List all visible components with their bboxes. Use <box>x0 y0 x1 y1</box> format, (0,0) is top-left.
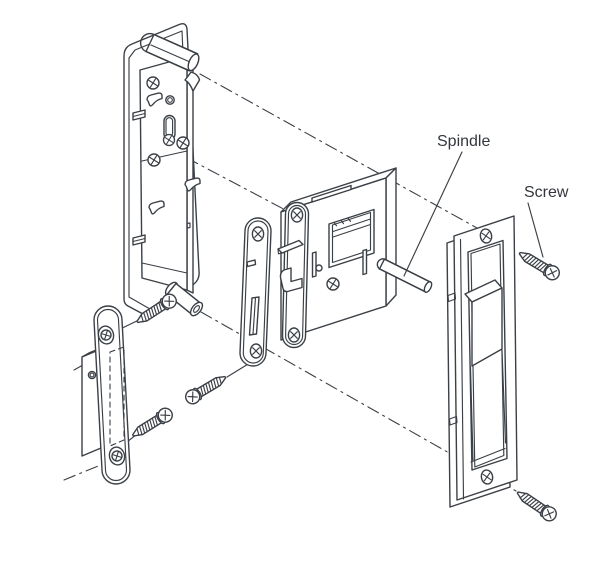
lock-body-seam-lower <box>141 262 188 274</box>
hook-bolt <box>279 267 303 293</box>
pull-handle-block <box>464 279 503 367</box>
faceplate <box>239 217 272 367</box>
screw-hole <box>249 343 263 359</box>
lock-body-face <box>139 56 188 291</box>
strike-plate-inner-edge <box>96 309 128 481</box>
center-line-middle <box>186 157 294 215</box>
phillips-screw-head <box>176 136 190 150</box>
spindle-rod <box>376 258 433 293</box>
faceplate-notch <box>246 259 257 268</box>
outer-pull-plate <box>446 215 518 508</box>
mounting-screw-top-right <box>515 246 563 284</box>
case-pin-slot <box>362 248 368 276</box>
case-pin-slot <box>311 251 317 278</box>
edge-notch <box>186 222 191 229</box>
pivot-pin <box>139 32 201 92</box>
strike-plate <box>93 305 131 485</box>
annotations: Spindle Screw <box>403 133 569 277</box>
hidden-box-outline <box>109 346 125 447</box>
lock-body-side <box>186 56 194 294</box>
box-hole <box>87 370 97 380</box>
inner-lock-assembly <box>123 22 204 317</box>
case-face-plate <box>281 201 310 349</box>
strike-center-line-bottom <box>63 463 104 481</box>
spindle-leader-line <box>403 151 463 277</box>
mounting-screw-faceplate <box>182 370 230 408</box>
strike-center-line-top <box>73 356 98 371</box>
mounting-screw-strike-bottom <box>128 404 176 442</box>
edge-clip <box>447 292 457 303</box>
mounting-screw-bottom-right <box>513 486 560 525</box>
pull-plate-side-edge <box>459 238 465 500</box>
round-hole <box>165 95 175 105</box>
phillips-screw-head <box>146 76 160 90</box>
pin-hook <box>184 71 201 92</box>
screw-hole <box>290 207 304 223</box>
spindle-label: Spindle <box>437 133 490 150</box>
case-hole <box>315 264 323 272</box>
strike-assembly <box>81 305 131 485</box>
spindle-hub <box>326 277 340 291</box>
center-line-top <box>199 73 514 249</box>
screw-leader-line <box>527 202 544 258</box>
lock-case <box>277 167 397 349</box>
edge-clip <box>448 415 458 426</box>
phillips-screw-head <box>147 153 161 167</box>
screw-hole <box>251 226 265 242</box>
screw-hole <box>287 327 301 343</box>
screw-label: Screw <box>524 184 569 201</box>
phillips-screw-head <box>162 133 176 147</box>
case-right-face <box>385 167 397 307</box>
latch-arm <box>277 239 304 255</box>
case-vent-slot <box>311 184 352 203</box>
